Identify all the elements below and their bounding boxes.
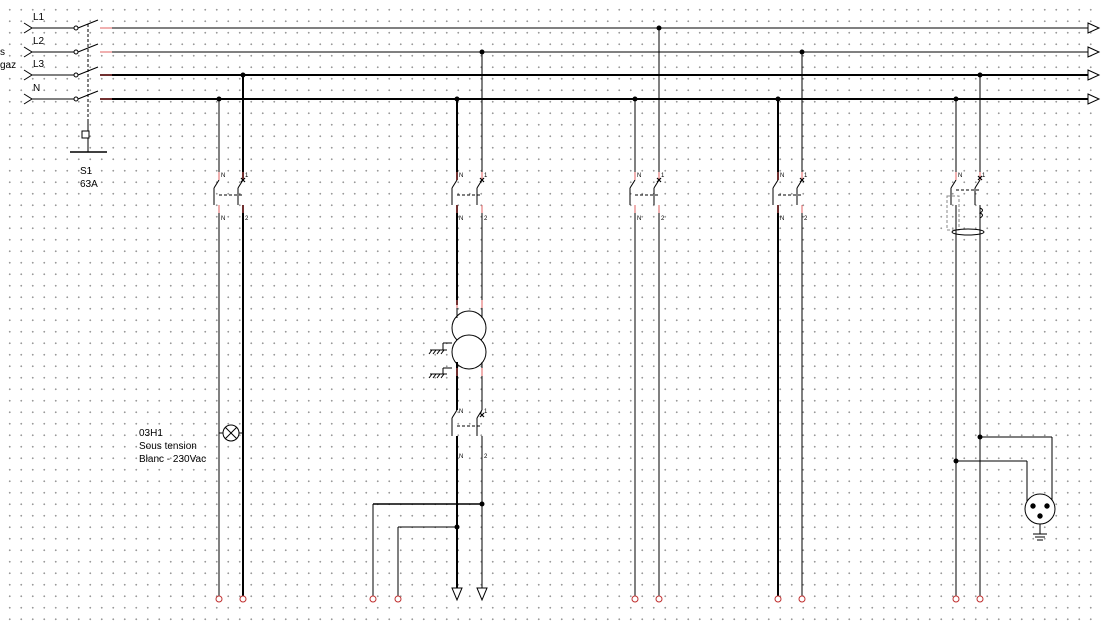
circuit-transformer <box>372 52 487 596</box>
svg-text:1: 1 <box>804 173 808 179</box>
lamp-color: Blanc - 230Vac <box>139 454 206 465</box>
svg-text:N: N <box>459 216 463 222</box>
circuit-3 <box>629 28 660 596</box>
svg-text:2: 2 <box>245 216 249 222</box>
svg-text:N: N <box>958 173 962 179</box>
bus-label-l3: L3 <box>33 59 45 70</box>
socket-outlet-icon <box>1024 493 1056 541</box>
bottom-terminals <box>215 587 984 603</box>
circuit-lamp <box>213 75 244 596</box>
cut-label-gaz: gaz <box>0 60 16 71</box>
svg-text:1: 1 <box>245 173 249 179</box>
transformer-junction-dots <box>454 501 485 530</box>
svg-text:2: 2 <box>484 216 488 222</box>
bus-label-l1: L1 <box>33 12 45 23</box>
lamp-icon <box>219 424 243 442</box>
svg-text:1: 1 <box>484 409 488 415</box>
bus-label-l2: L2 <box>33 36 45 47</box>
bus-bars <box>23 19 1088 153</box>
circuit-4 <box>772 52 803 596</box>
svg-text:N: N <box>780 216 784 222</box>
svg-text:1: 1 <box>982 173 986 179</box>
main-switch-rating: 63A <box>80 179 98 190</box>
breaker-trip-marks <box>240 175 983 418</box>
bus-label-n: N <box>33 83 40 94</box>
svg-text:N: N <box>459 173 463 179</box>
svg-text:2: 2 <box>661 216 665 222</box>
main-switch-ref: S1 <box>80 166 93 177</box>
svg-text:N: N <box>637 173 641 179</box>
svg-text:2: 2 <box>484 454 488 460</box>
svg-text:2: 2 <box>804 216 808 222</box>
lamp-desc: Sous tension <box>139 441 197 452</box>
svg-text:1: 1 <box>661 173 665 179</box>
pin-labels: N 1 N 2 N 1 N 2 N 1 N 2 N 1 N 2 N 1 N 2 … <box>221 173 986 460</box>
svg-text:N: N <box>221 173 225 179</box>
svg-text:N: N <box>637 216 641 222</box>
svg-text:1: 1 <box>484 173 488 179</box>
lamp-ref: 03H1 <box>139 428 163 439</box>
junction-dots <box>216 25 983 102</box>
earth-ground-icon <box>428 342 452 379</box>
svg-text:N: N <box>459 454 463 460</box>
svg-text:N: N <box>459 409 463 415</box>
cut-label-s: s <box>0 47 5 58</box>
bus-terminal-arrows <box>1087 22 1101 105</box>
svg-text:N: N <box>780 173 784 179</box>
svg-text:N: N <box>221 216 225 222</box>
socket-junction-dots <box>953 434 983 464</box>
